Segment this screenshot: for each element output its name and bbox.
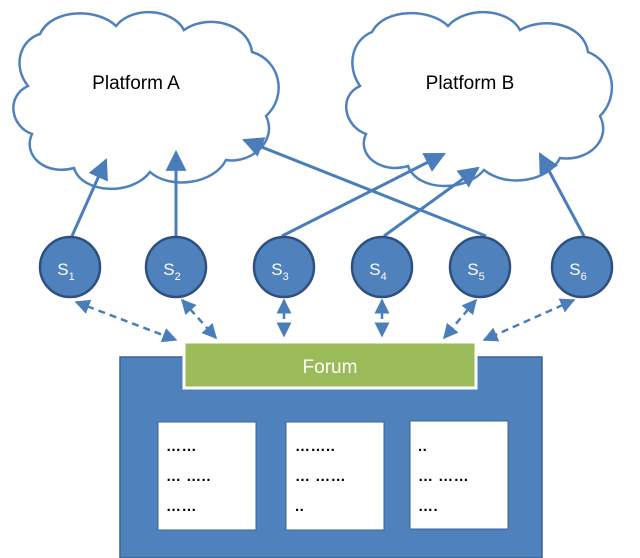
platform-a-cloud-shape — [12, 11, 280, 191]
node-s2-label: S2 — [163, 260, 180, 283]
platform-b-cloud-shape — [344, 11, 614, 188]
edge-s1-platform-a — [70, 158, 108, 237]
card-line: …. — [418, 498, 438, 515]
node-letter: S — [163, 260, 174, 279]
card-line: … …… — [295, 468, 346, 485]
node-s5-label: S5 — [467, 260, 484, 283]
node-s3: S3 — [252, 235, 316, 299]
node-letter: S — [271, 260, 282, 279]
forum-card-box — [157, 421, 257, 531]
forum-card: …….. … …… .. — [285, 421, 385, 531]
node-letter: S — [569, 260, 580, 279]
node-subscript: 2 — [175, 271, 181, 283]
node-s4-label: S4 — [369, 260, 386, 283]
node-s1-circle — [38, 235, 102, 299]
node-subscript: 3 — [283, 271, 289, 283]
card-line: …… — [166, 498, 197, 515]
card-line: …….. — [295, 438, 335, 455]
node-subscript: 4 — [381, 271, 387, 283]
node-s1: S1 — [38, 235, 102, 299]
edge-s6-forum — [482, 298, 576, 342]
forum-card: .. … …… …. — [409, 420, 509, 530]
edge-s6-platform-b — [538, 152, 586, 237]
edge-s4-platform-b — [383, 166, 480, 238]
node-s6-circle — [550, 235, 614, 299]
node-s2-circle — [144, 235, 208, 299]
node-subscript: 5 — [479, 271, 485, 283]
node-letter: S — [57, 260, 68, 279]
card-line: .. — [295, 498, 304, 515]
platform-b-label: Platform B — [426, 73, 515, 94]
card-line: … ….. — [166, 468, 211, 485]
node-s6-label: S6 — [569, 260, 586, 283]
edge-s1-forum — [74, 299, 178, 343]
node-s3-circle — [252, 235, 316, 299]
edge-s2-forum — [180, 298, 218, 340]
forum-label: Forum — [303, 357, 358, 378]
card-line: .. — [418, 438, 427, 455]
edge-s3-platform-b — [281, 152, 446, 238]
platform-b-cloud: Platform B — [344, 11, 614, 188]
node-s5: S5 — [448, 235, 512, 299]
card-line: … …… — [418, 468, 469, 485]
node-s4: S4 — [350, 235, 414, 299]
node-s3-label: S3 — [271, 260, 288, 283]
forum-card-box — [409, 420, 509, 530]
forum-bar — [182, 340, 478, 390]
node-s5-circle — [448, 235, 512, 299]
forum-card: …… … ….. …… — [157, 421, 257, 531]
edge-s5-forum — [443, 298, 477, 340]
node-subscript: 6 — [581, 271, 587, 283]
platform-a-cloud: Platform A — [12, 11, 280, 191]
edge-s5-platform-a — [242, 137, 487, 238]
node-letter: S — [369, 260, 380, 279]
node-s4-circle — [350, 235, 414, 299]
node-s2: S2 — [144, 235, 208, 299]
node-letter: S — [467, 260, 478, 279]
node-s1-label: S1 — [57, 260, 74, 283]
node-subscript: 1 — [69, 271, 75, 283]
node-s6: S6 — [550, 235, 614, 299]
platform-a-label: Platform A — [92, 73, 180, 94]
forum-card-box — [285, 421, 385, 531]
card-line: …… — [166, 438, 197, 455]
